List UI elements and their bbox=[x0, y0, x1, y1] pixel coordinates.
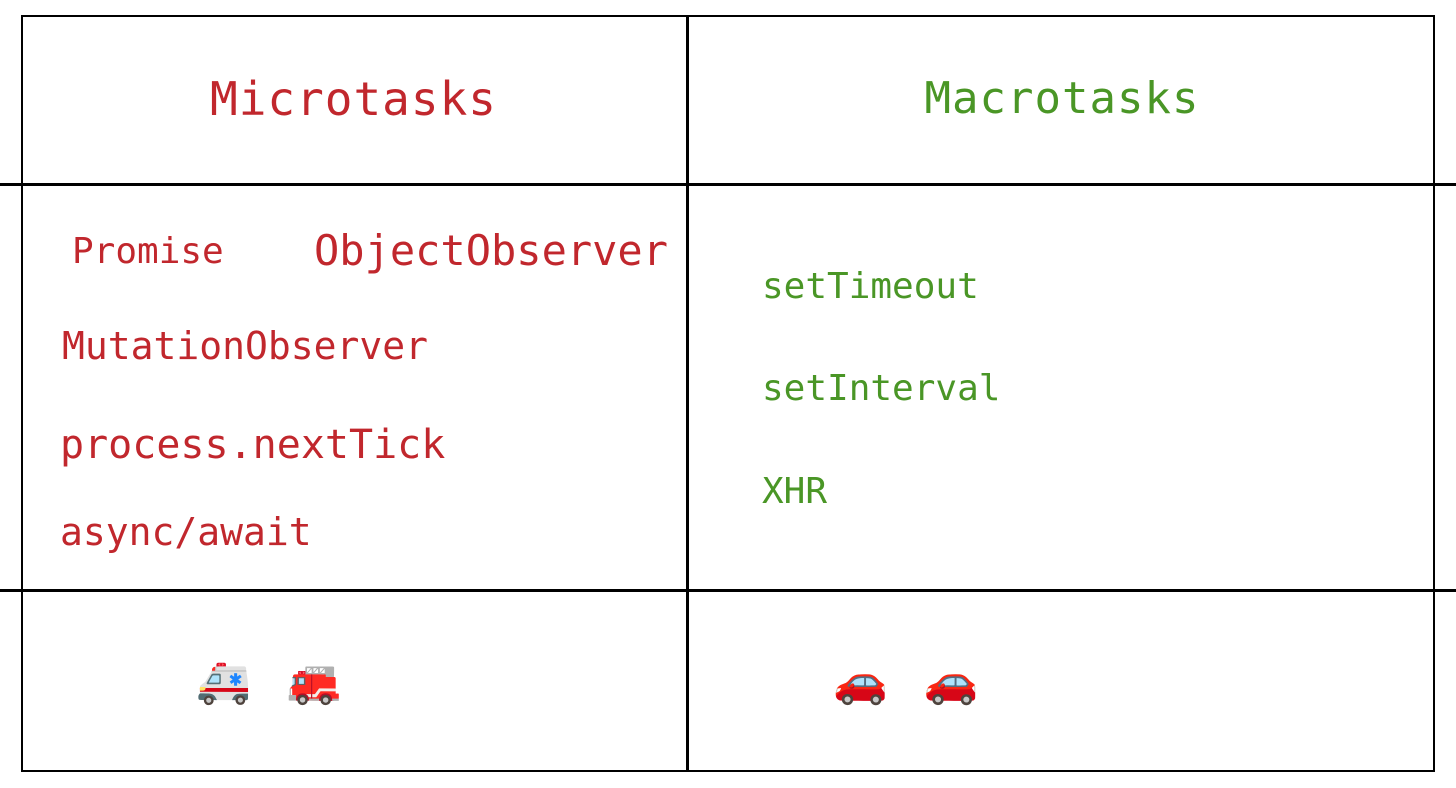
microtask-item-promise: Promise bbox=[72, 231, 224, 272]
microtasks-title: Microtasks bbox=[210, 72, 497, 126]
microtask-item-async-await: async/await bbox=[60, 510, 312, 554]
microtasks-header-cell: Microtasks bbox=[21, 15, 686, 183]
microtask-emoji-row: 🚑 🚒 bbox=[21, 592, 686, 772]
header-row-divider bbox=[0, 183, 1456, 186]
macrotask-item-list: setTimeout setInterval XHR bbox=[689, 186, 1435, 589]
macrotask-item-xhr: XHR bbox=[762, 471, 828, 512]
footer-row-divider bbox=[0, 589, 1456, 592]
microtask-item-list: Promise ObjectObserver MutationObserver … bbox=[21, 186, 686, 589]
microtasks-footer-cell: 🚑 🚒 bbox=[21, 592, 686, 772]
car-emoji: 🚗 bbox=[833, 656, 888, 707]
macrotasks-title: Macrotasks bbox=[924, 73, 1200, 124]
column-divider bbox=[686, 15, 689, 772]
fire-engine-emoji: 🚒 bbox=[286, 656, 342, 707]
comparison-table bbox=[21, 15, 1435, 772]
microtask-item-objectobserver: ObjectObserver bbox=[314, 226, 669, 275]
microtasks-body-cell: Promise ObjectObserver MutationObserver … bbox=[21, 186, 686, 589]
microtask-item-process-nexttick: process.nextTick bbox=[60, 422, 446, 468]
macrotask-emoji-row: 🚗 🚗 bbox=[689, 592, 1435, 772]
macrotasks-footer-cell: 🚗 🚗 bbox=[689, 592, 1435, 772]
car-emoji: 🚗 bbox=[923, 656, 979, 707]
macrotasks-header-cell: Macrotasks bbox=[689, 15, 1435, 183]
ambulance-emoji: 🚑 bbox=[196, 656, 251, 707]
macrotasks-body-cell: setTimeout setInterval XHR bbox=[689, 186, 1435, 589]
macrotask-item-setinterval: setInterval bbox=[762, 368, 1001, 409]
macrotask-item-settimeout: setTimeout bbox=[762, 266, 979, 307]
microtask-item-mutationobserver: MutationObserver bbox=[62, 324, 429, 368]
